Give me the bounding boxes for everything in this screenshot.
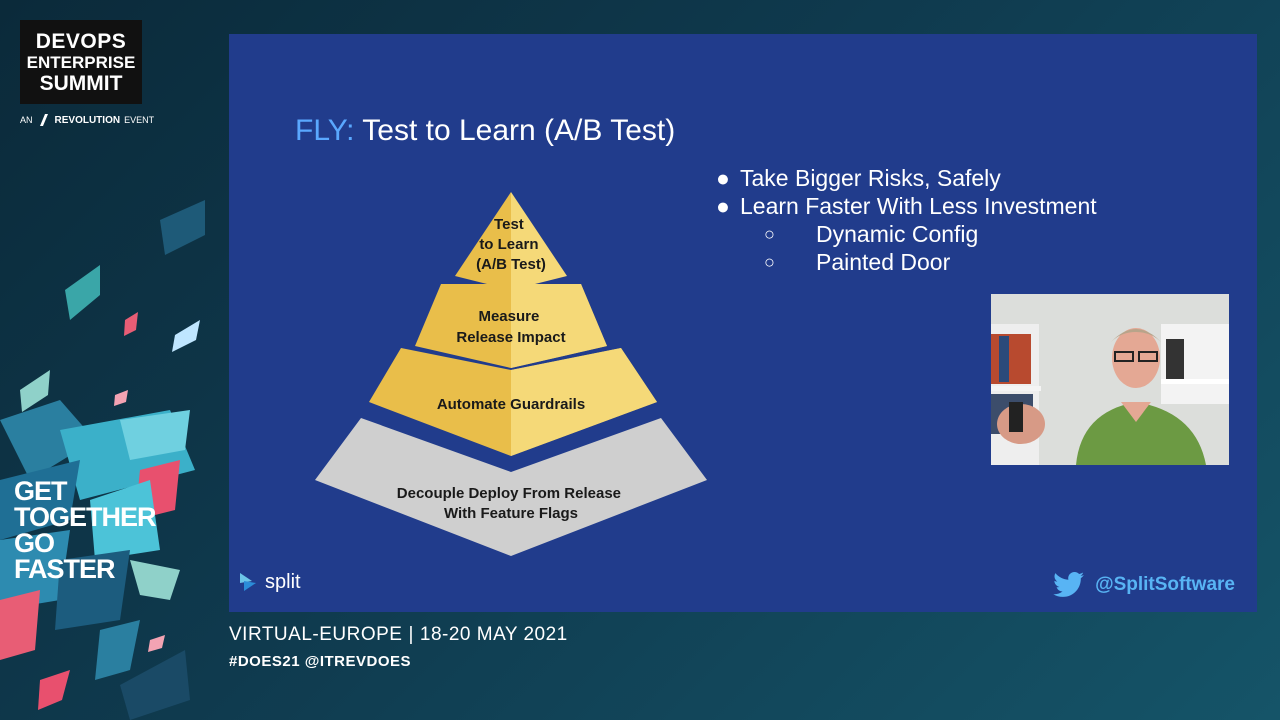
event-hashtags: #DOES21 @ITREVDOES [229, 653, 412, 670]
pyramid-diagram: Test to Learn (A/B Test) Measure Release… [315, 192, 707, 556]
sub-bullet-text: Dynamic Config [816, 221, 979, 247]
logo-line-2: ENTERPRISE [26, 52, 136, 72]
bullet-text: Learn Faster With Less Investment [740, 193, 1097, 219]
sub-bullet-text: Painted Door [816, 249, 951, 275]
twitter-handle-text: @SplitSoftware [1095, 574, 1235, 595]
bullet-list: ●Take Bigger Risks, Safely ●Learn Faster… [714, 164, 1097, 276]
slide-title-text: Test to Learn (A/B Test) [362, 114, 676, 147]
tagline: GET TOGETHER GO FASTER [14, 476, 157, 584]
tagline-line-4: FASTER [14, 554, 116, 584]
itrev-logo-icon [39, 114, 48, 126]
pyramid-tier-1-right [511, 192, 567, 290]
pyramid-tier-3-right [511, 348, 657, 456]
bullet-item: ●Learn Faster With Less Investment [716, 193, 1097, 219]
devops-summit-logo: DEVOPS ENTERPRISE SUMMIT [20, 20, 142, 104]
pyramid-tier-3-label: Automate Guardrails [437, 396, 585, 413]
pyramid-tier-1-left [455, 192, 511, 290]
itrev-credit: AN REVOLUTION EVENT [20, 113, 154, 127]
sub-bullet-item: ○Dynamic Config [764, 221, 979, 247]
pyramid-tier-2-right [511, 284, 607, 368]
split-logo: split [237, 570, 301, 594]
tagline-line-2: TOGETHER [14, 502, 157, 532]
sub-bullet-item: ○Painted Door [764, 249, 951, 275]
itrev-prefix: AN [20, 115, 33, 125]
event-info: VIRTUAL-EUROPE|18-20 MAY 2021 [229, 624, 568, 645]
pyramid-tier-1-label: Test to Learn (A/B Test) [476, 216, 546, 273]
itrev-name: REVOLUTION [54, 114, 121, 126]
bullet-text: Take Bigger Risks, Safely [740, 165, 1001, 191]
bullet-item: ●Take Bigger Risks, Safely [716, 165, 1001, 191]
slide-title: FLY: Test to Learn (A/B Test) [295, 114, 675, 148]
itrev-suffix: EVENT [124, 115, 155, 125]
logo-line-3: SUMMIT [39, 71, 123, 95]
pyramid-tier-4-label: Decouple Deploy From Release With Featur… [397, 485, 625, 522]
event-dates: 18-20 MAY 2021 [419, 624, 568, 645]
twitter-bird-icon [1053, 572, 1085, 597]
pyramid-tier-2-label: Measure Release Impact [456, 308, 565, 346]
speaker-webcam [991, 294, 1229, 465]
tagline-line-3: GO [14, 528, 55, 558]
pyramid-tier-4 [315, 418, 707, 556]
slide-title-accent: FLY: [295, 114, 355, 147]
split-logo-icon [240, 573, 256, 591]
twitter-handle: @SplitSoftware [1053, 572, 1235, 598]
split-logo-text: split [265, 570, 301, 593]
decorative-pattern [0, 200, 205, 720]
logo-line-1: DEVOPS [35, 29, 127, 53]
event-location: VIRTUAL-EUROPE [229, 624, 403, 645]
tagline-line-1: GET [14, 476, 68, 506]
